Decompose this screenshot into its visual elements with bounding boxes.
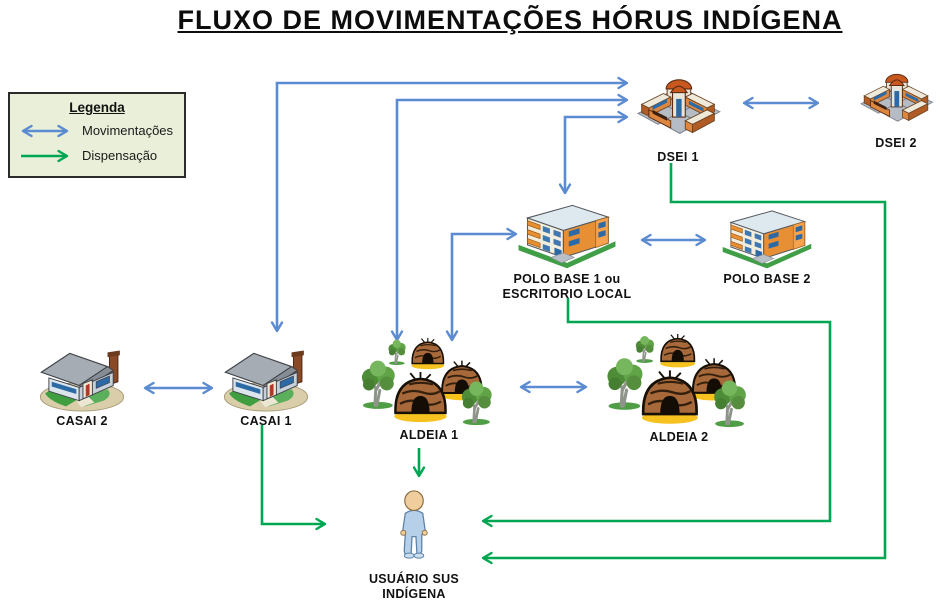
node-label-polo1-line1: POLO BASE 1 ou [513,272,621,286]
legend-box: Legenda Movimentações Dispensação [8,92,186,178]
house-icon [223,349,309,412]
node-label-usuario-line1: USUÁRIO SUS [368,572,460,586]
node-label-dsei2: DSEI 2 [875,136,917,150]
node-dsei1: DSEI 1 [632,68,724,165]
dsei-building-icon [637,79,721,134]
edge-dispensacao-dsei1-usuario [481,163,887,565]
legend-item-label: Dispensação [82,148,158,163]
node-label-casai1: CASAI 1 [240,414,292,428]
edge-movimentacao-polo1-dsei1 [558,110,629,195]
node-label-usuario-line2: INDÍGENA [382,586,446,601]
dsei-building-icon [860,73,934,122]
edge-dispensacao-polo1-usuario [481,298,832,528]
edge-movimentacao-aldeia1-dsei1 [390,93,629,342]
edge-movimentacao-polo1-aldeia1 [445,227,518,342]
node-label-aldeia2: ALDEIA 2 [649,430,709,444]
village-huts-icon [596,332,762,428]
village-huts-icon [356,336,502,426]
node-label-polo1-line2: ESCRITORIO LOCAL [502,286,632,301]
node-dsei2: DSEI 2 [852,64,940,151]
node-casai1: CASAI 1 [220,342,312,429]
person-icon [400,490,428,559]
node-polo-base-2: POLO BASE 2 [714,206,820,287]
double-arrow-icon [21,124,69,137]
node-label-casai2: CASAI 2 [56,414,108,428]
node-aldeia1: ALDEIA 1 [356,336,502,443]
node-usuario-sus-indigena: USUÁRIO SUS INDÍGENA [344,490,484,601]
node-label-dsei1: DSEI 1 [657,150,699,164]
office-building-icon [517,204,617,269]
house-icon [39,349,125,412]
node-label-polo2: POLO BASE 2 [723,272,811,286]
diagram-title: FLUXO DE MOVIMENTAÇÕES HÓRUS INDÍGENA [177,5,843,35]
edge-dispensacao-casai1-usuario [260,425,327,531]
arrow-icon [21,149,69,162]
edge-movimentacao-casai1-dsei1 [270,76,629,333]
node-casai2: CASAI 2 [36,342,128,429]
node-polo-base-1: POLO BASE 1 ou ESCRITORIO LOCAL [500,200,634,302]
legend-title: Legenda [69,100,125,115]
legend-item-dispensacao: Dispensação [18,148,176,163]
node-label-aldeia1: ALDEIA 1 [399,428,459,442]
legend-item-label: Movimentações [82,123,174,138]
node-aldeia2: ALDEIA 2 [596,332,762,445]
office-building-icon [722,210,812,269]
legend-item-movimentacoes: Movimentações [18,123,176,138]
